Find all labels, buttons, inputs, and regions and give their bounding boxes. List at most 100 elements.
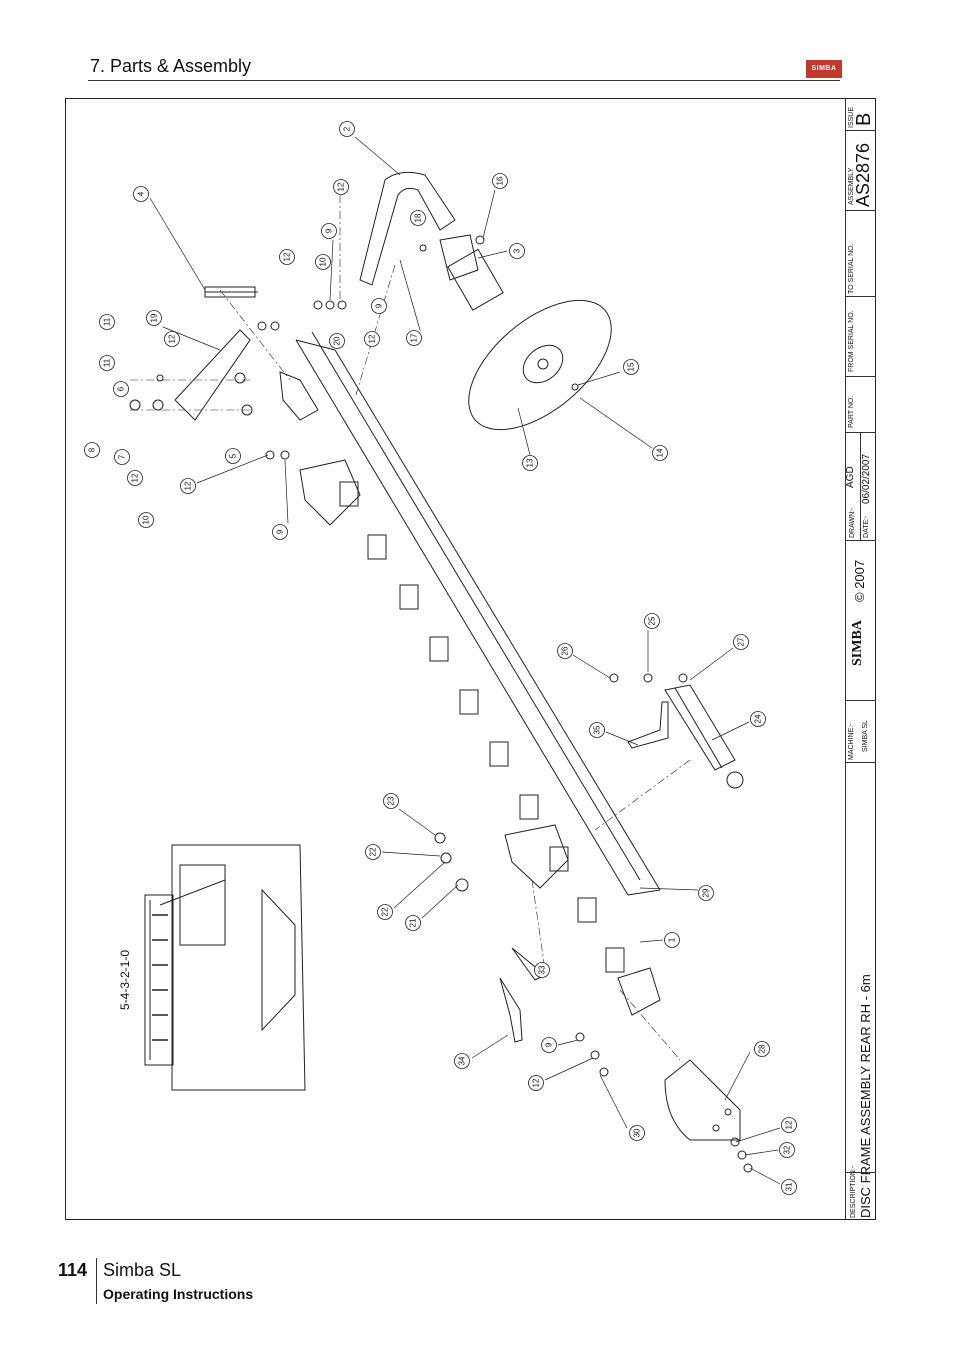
part-callout-20: 20 <box>329 333 345 349</box>
hardware <box>129 235 753 1173</box>
end-bracket <box>664 1059 741 1141</box>
part-callout-30: 30 <box>629 1125 645 1141</box>
part-callout-9: 9 <box>272 524 288 540</box>
part-callout-number: 24 <box>754 714 763 723</box>
part-callout-14: 14 <box>652 445 668 461</box>
part-callout-4: 4 <box>133 186 149 202</box>
part-callout-12: 12 <box>528 1075 544 1091</box>
part-callout-number: 12 <box>337 182 346 191</box>
part-callout-28: 28 <box>754 1041 770 1057</box>
part-callout-number: 12 <box>168 334 177 343</box>
bracket-plates <box>299 459 661 1016</box>
part-callout-number: 11 <box>103 317 112 326</box>
part-callout-number: 17 <box>410 333 419 342</box>
part-callout-15: 15 <box>623 359 639 375</box>
title-block-left-border <box>845 98 846 1220</box>
part-callout-number: 9 <box>325 228 334 233</box>
part-callout-number: 12 <box>283 252 292 261</box>
part-callout-number: 11 <box>103 358 112 367</box>
part-callout-number: 31 <box>785 1182 794 1191</box>
center-lines <box>130 195 691 1061</box>
part-callout-number: 12 <box>184 481 193 490</box>
part-callout-9: 9 <box>321 223 337 239</box>
part-callout-10: 10 <box>138 512 154 528</box>
part-callout-29: 29 <box>698 885 714 901</box>
part-callout-number: 14 <box>656 448 665 457</box>
part-callout-number: 1 <box>668 937 677 942</box>
part-callout-25: 25 <box>644 613 660 629</box>
part-callout-number: 21 <box>409 918 418 927</box>
part-callout-number: 8 <box>88 447 97 452</box>
part-callout-16: 16 <box>492 173 508 189</box>
page-number: 114 <box>58 1260 88 1280</box>
part-callout-11: 11 <box>99 314 115 330</box>
part-callout-24: 24 <box>750 711 766 727</box>
part-callout-26: 26 <box>557 643 573 659</box>
part-callout-12: 12 <box>180 478 196 494</box>
title-block-divider <box>860 432 861 540</box>
scraper-assembly <box>627 684 744 789</box>
part-callout-number: 19 <box>150 313 159 322</box>
part-callout-12: 12 <box>164 331 180 347</box>
frame-beam <box>295 331 661 896</box>
part-callout-12: 12 <box>333 179 349 195</box>
part-callout-number: 9 <box>375 303 384 308</box>
part-callout-8: 8 <box>84 442 100 458</box>
part-callout-2: 2 <box>339 121 355 137</box>
part-callout-number: 28 <box>758 1044 767 1053</box>
part-callout-number: 13 <box>526 458 535 467</box>
part-callout-12: 12 <box>127 470 143 486</box>
part-callout-number: 12 <box>131 473 140 482</box>
part-callout-number: 6 <box>117 386 126 391</box>
part-callout-number: 10 <box>319 257 328 266</box>
footer-divider <box>96 1258 97 1304</box>
part-callout-12: 12 <box>781 1117 797 1133</box>
part-callout-number: 26 <box>561 646 570 655</box>
part-callout-number: 15 <box>627 362 636 371</box>
part-callout-number: 22 <box>369 847 378 856</box>
part-callout-35: 35 <box>589 722 605 738</box>
title-block-divider <box>845 700 876 701</box>
part-callout-number: 22 <box>381 907 390 916</box>
simba-logo: SIMBA <box>806 60 842 78</box>
part-callout-number: 33 <box>538 965 547 974</box>
part-callout-22: 22 <box>377 904 393 920</box>
part-callout-19: 19 <box>146 310 162 326</box>
part-callout-12: 12 <box>279 249 295 265</box>
part-callout-number: 10 <box>142 515 151 524</box>
disc <box>468 299 612 431</box>
inset-detail <box>144 844 306 1091</box>
header-rule <box>88 80 840 81</box>
part-callout-number: 16 <box>496 176 505 185</box>
part-callout-number: 12 <box>368 334 377 343</box>
part-callout-12: 12 <box>364 331 380 347</box>
part-callout-number: 18 <box>414 213 423 222</box>
part-callout-6: 6 <box>113 381 129 397</box>
part-callout-number: 9 <box>276 529 285 534</box>
part-callout-27: 27 <box>733 634 749 650</box>
part-callout-18: 18 <box>410 210 426 226</box>
title-block-divider <box>845 296 876 297</box>
mounting-bracket <box>174 286 319 421</box>
scraper-blades <box>499 947 546 1043</box>
part-callout-number: 12 <box>785 1120 794 1129</box>
part-callout-number: 35 <box>593 725 602 734</box>
part-callout-23: 23 <box>383 793 399 809</box>
leader-lines <box>149 136 781 1185</box>
title-block-divider <box>845 762 876 763</box>
part-callout-33: 33 <box>534 962 550 978</box>
part-callout-22: 22 <box>365 844 381 860</box>
product-name: Simba SL <box>103 1260 182 1280</box>
part-callout-number: 12 <box>532 1078 541 1087</box>
drawing-frame <box>65 98 876 1220</box>
part-callout-17: 17 <box>406 330 422 346</box>
title-block-divider <box>845 210 876 211</box>
part-callout-10: 10 <box>315 254 331 270</box>
part-callout-9: 9 <box>371 298 387 314</box>
disc-arm <box>359 171 504 311</box>
part-callout-number: 29 <box>702 888 711 897</box>
part-callout-number: 5 <box>229 453 238 458</box>
part-callout-31: 31 <box>781 1179 797 1195</box>
part-callout-34: 34 <box>454 1053 470 1069</box>
